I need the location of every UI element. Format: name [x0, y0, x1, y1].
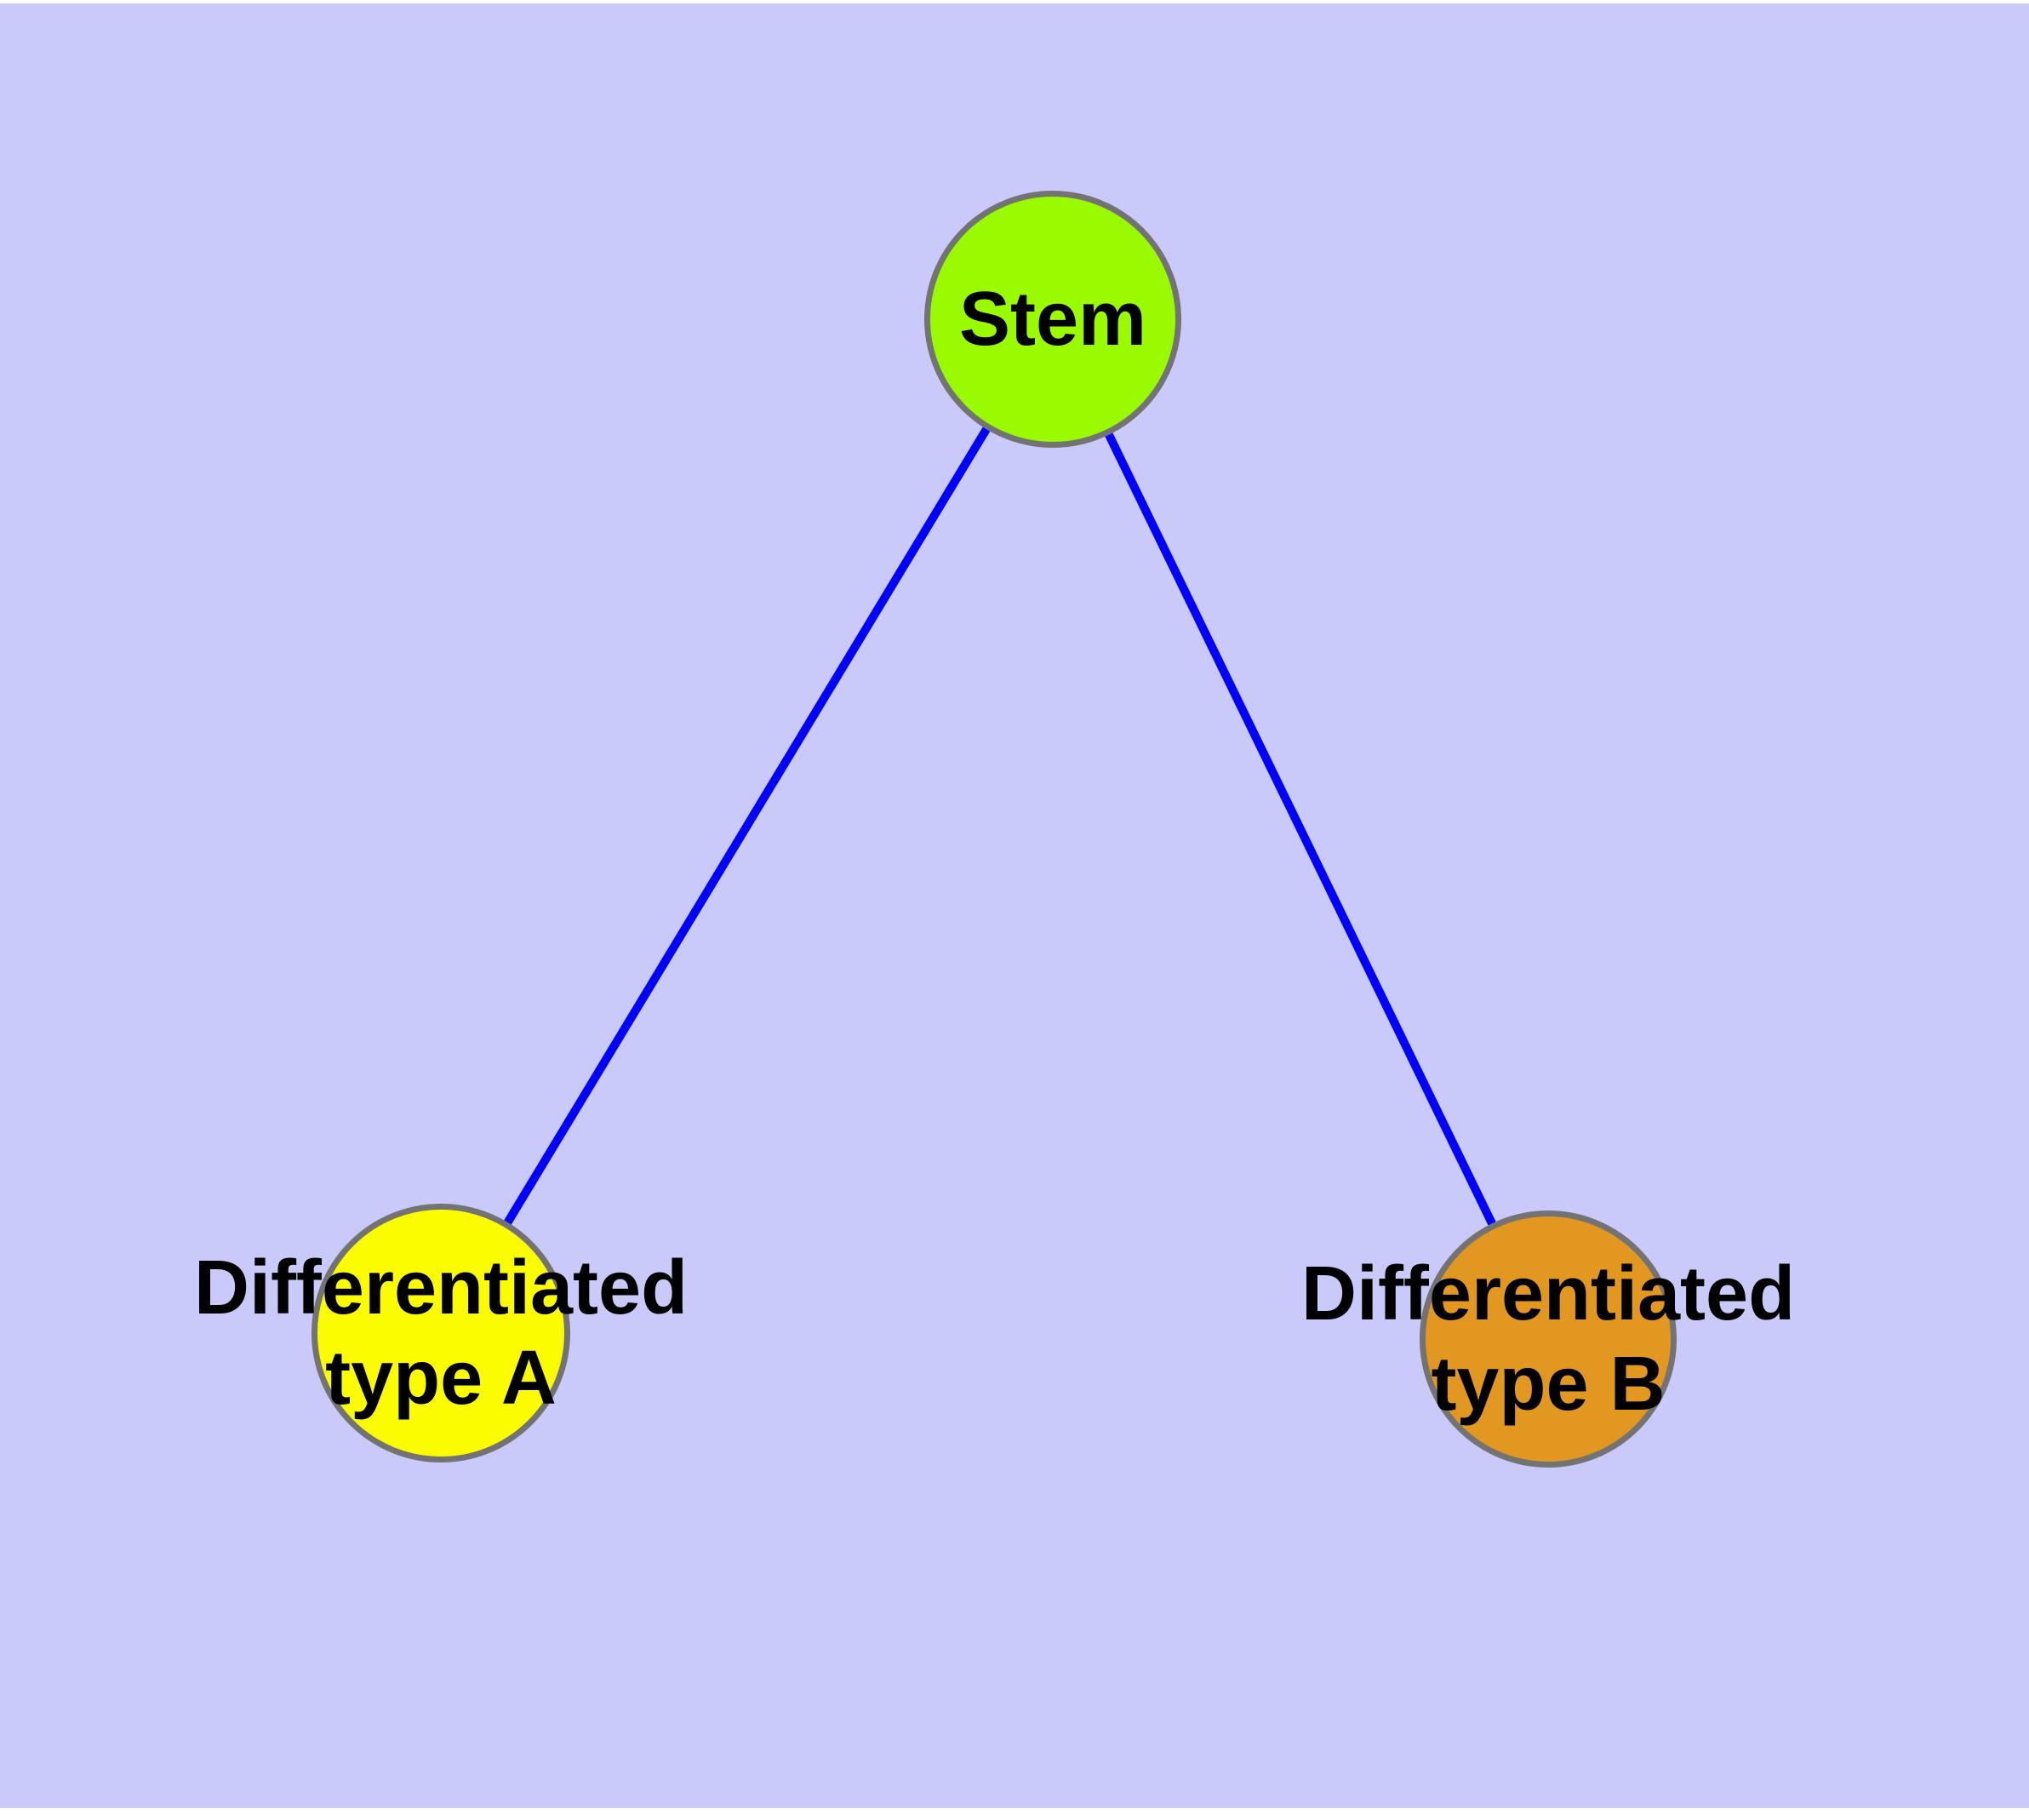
node-differentiated-type-b[interactable]: [1420, 1210, 1677, 1468]
node-differentiated-type-a[interactable]: [311, 1204, 570, 1462]
edge-stem-to-type-a: [437, 317, 1057, 1336]
node-stem[interactable]: [924, 191, 1181, 448]
edge-stem-to-type-b: [1049, 317, 1552, 1342]
